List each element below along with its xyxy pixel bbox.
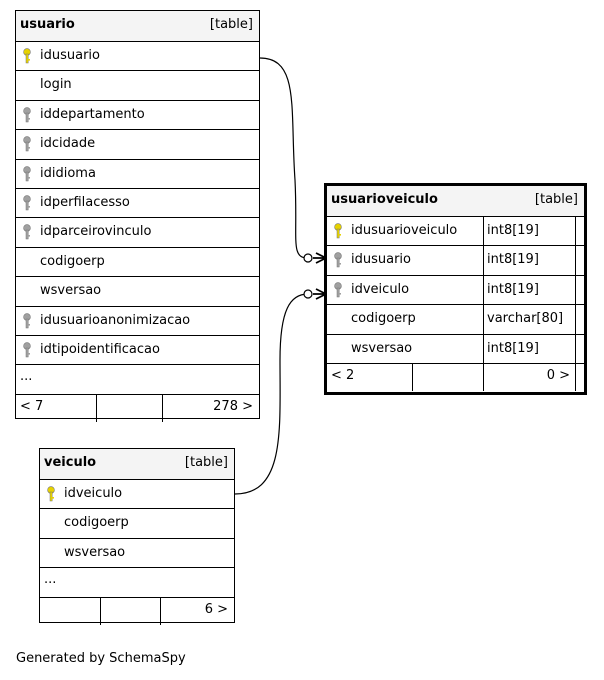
table-name: usuario xyxy=(20,17,75,32)
column-name: iddepartamento xyxy=(40,106,145,122)
table-row-ellipsis: ... xyxy=(40,568,234,598)
column-name: idperfilacesso xyxy=(40,194,130,210)
column-type: int8[19] xyxy=(483,246,539,275)
column-name: idtipoidentificacao xyxy=(40,341,160,357)
column-extra xyxy=(575,305,582,334)
table-row-ellipsis: ... xyxy=(16,365,259,395)
table-footer: < 7 278 > xyxy=(16,394,259,422)
column-name: codigoerp xyxy=(351,311,416,327)
column-name: idparceirovinculo xyxy=(40,224,152,240)
column-extra xyxy=(575,217,582,246)
foreign-key-icon xyxy=(23,342,31,358)
table-type: [table] xyxy=(534,192,578,207)
column-type: varchar[80] xyxy=(483,305,563,334)
foreign-key-icon xyxy=(23,165,31,181)
column-name: login xyxy=(40,77,72,93)
table-row[interactable]: idusuarioveiculo int8[19] xyxy=(327,217,584,247)
column-extra xyxy=(575,275,582,305)
table-row[interactable]: idparceirovinculo xyxy=(16,218,259,248)
table-row[interactable]: idveiculo int8[19] xyxy=(327,275,584,306)
column-type: int8[19] xyxy=(483,334,539,363)
table-row[interactable]: login xyxy=(16,71,259,101)
foreign-key-icon xyxy=(23,312,31,328)
column-name: idusuarioveiculo xyxy=(351,223,458,238)
relationship-veiculo-usuarioveiculo xyxy=(234,293,309,495)
column-type: int8[19] xyxy=(483,217,539,246)
column-name: wsversao xyxy=(351,340,413,356)
column-name: idveiculo xyxy=(351,281,410,297)
foreign-key-icon xyxy=(23,224,31,240)
table-header: veiculo [table] xyxy=(40,449,234,480)
table-row[interactable]: iddepartamento xyxy=(16,101,259,131)
relationship-end-circle xyxy=(303,289,313,299)
column-extra xyxy=(575,334,582,363)
table-type: [table] xyxy=(184,455,228,470)
column-name: idusuario xyxy=(351,252,411,268)
table-header: usuarioveiculo [table] xyxy=(327,186,584,217)
table-row[interactable]: idtipoidentificacao xyxy=(16,336,259,366)
children-count: 6 > xyxy=(204,601,228,617)
relationship-end-circle xyxy=(303,253,313,263)
column-name: idveiculo xyxy=(64,486,123,501)
primary-key-icon xyxy=(334,223,342,239)
parents-count: < 2 xyxy=(331,367,355,383)
table-row[interactable]: idusuario xyxy=(16,42,259,72)
primary-key-icon xyxy=(47,486,55,502)
table-row[interactable]: codigoerp xyxy=(40,509,234,539)
foreign-key-icon xyxy=(23,136,31,152)
column-name: codigoerp xyxy=(40,253,105,269)
table-row[interactable]: ididioma xyxy=(16,160,259,189)
children-count: 278 > xyxy=(213,398,253,414)
table-name: veiculo xyxy=(44,455,97,470)
foreign-key-icon xyxy=(334,282,342,298)
table-row[interactable]: wsversao int8[19] xyxy=(327,334,584,364)
parents-count: < 7 xyxy=(20,398,44,414)
table-footer: 6 > xyxy=(40,597,234,625)
table-row[interactable]: wsversao xyxy=(16,277,259,307)
column-name: wsversao xyxy=(40,283,102,299)
foreign-key-icon xyxy=(23,195,31,211)
table-row[interactable]: wsversao xyxy=(40,539,234,569)
column-name: wsversao xyxy=(64,544,126,560)
column-name: idcidade xyxy=(40,136,96,152)
column-name: ididioma xyxy=(40,165,96,181)
table-row[interactable]: idusuario int8[19] xyxy=(327,246,584,276)
table-row[interactable]: codigoerp xyxy=(16,248,259,278)
ellipsis: ... xyxy=(20,369,33,385)
primary-key-icon xyxy=(23,48,31,64)
children-count: 0 > xyxy=(546,367,570,383)
generated-by-credit: Generated by SchemaSpy xyxy=(16,651,186,666)
table-row[interactable]: idusuarioanonimizacao xyxy=(16,307,259,336)
column-name: idusuario xyxy=(40,48,100,63)
column-extra xyxy=(575,246,582,275)
relationship-usuario-usuarioveiculo xyxy=(259,57,309,259)
table-type: [table] xyxy=(209,17,253,32)
table-row[interactable]: codigoerp varchar[80] xyxy=(327,305,584,335)
column-name: idusuarioanonimizacao xyxy=(40,312,191,328)
column-type: int8[19] xyxy=(483,275,539,305)
column-name: codigoerp xyxy=(64,515,129,531)
foreign-key-icon xyxy=(334,252,342,268)
table-row[interactable]: idveiculo xyxy=(40,480,234,510)
table-footer: < 2 0 > xyxy=(327,363,584,391)
table-row[interactable]: idperfilacesso xyxy=(16,189,259,219)
table-name: usuarioveiculo xyxy=(331,192,438,207)
table-row[interactable]: idcidade xyxy=(16,130,259,160)
foreign-key-icon xyxy=(23,107,31,123)
table-veiculo[interactable]: veiculo [table] idveiculo codigoerp wsvers… xyxy=(39,448,235,625)
table-header: usuario [table] xyxy=(16,11,259,42)
table-usuario[interactable]: usuario [table] idusuario login iddepartam… xyxy=(15,10,260,422)
ellipsis: ... xyxy=(44,572,57,588)
